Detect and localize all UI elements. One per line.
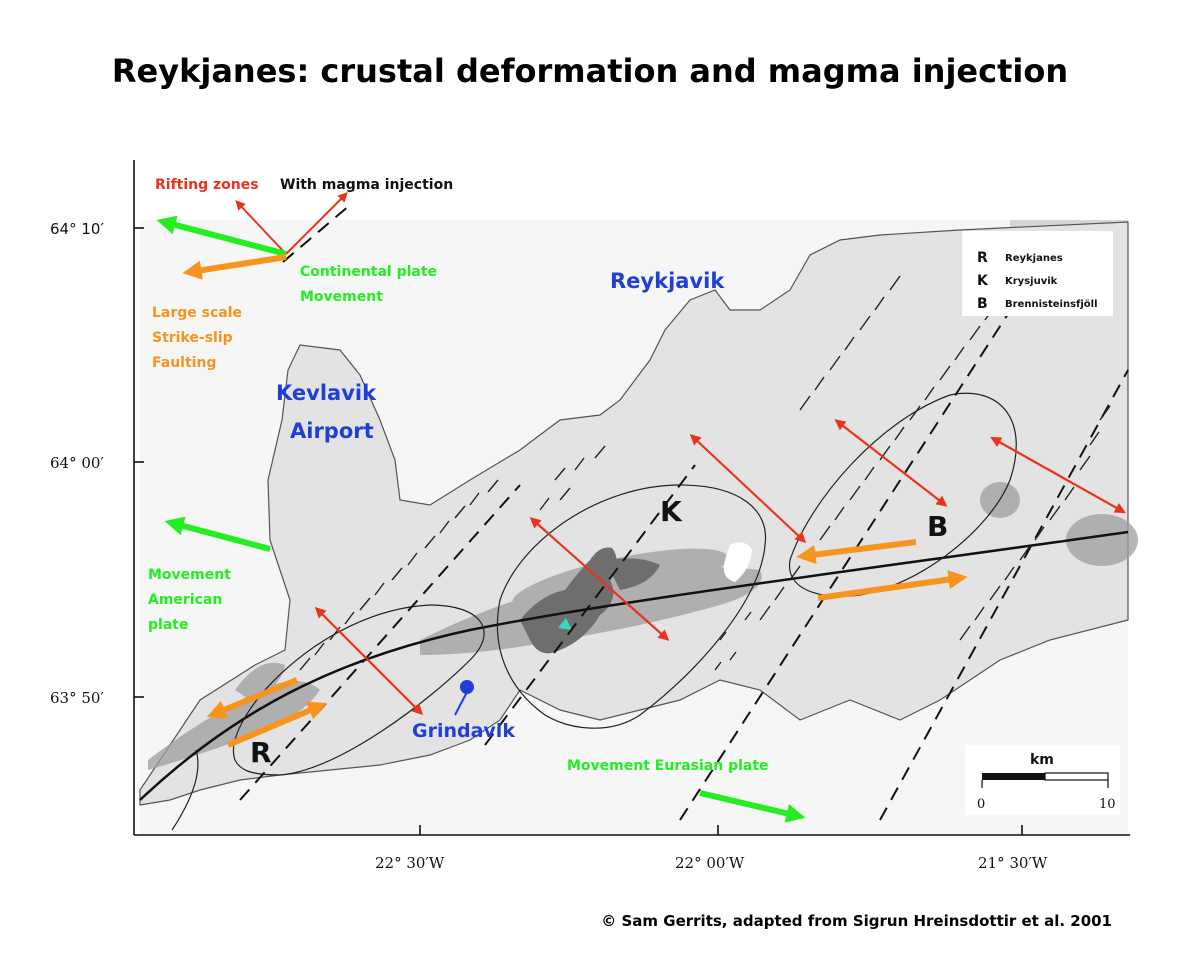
legend-continental-line2: Movement (300, 289, 383, 305)
lon-label-21-30: 21° 30′W (978, 854, 1048, 872)
label-kevlavik: Kevlavik (276, 381, 377, 405)
strike-slip-legend-arrow (182, 254, 287, 280)
zone-key-box (962, 231, 1113, 316)
continental-movement-arrow (156, 215, 287, 257)
credit-line: © Sam Gerrits, adapted from Sigrun Hrein… (601, 912, 1112, 930)
zone-key-letter-k: K (977, 273, 989, 289)
scale-label-end: 10 (1099, 797, 1116, 812)
american-movement-line3: plate (148, 617, 188, 633)
scale-bar-unit: km (1030, 752, 1054, 768)
scale-bar-dark (982, 773, 1045, 780)
scale-label-start: 0 (977, 797, 985, 812)
zone-key-letter-b: B (977, 296, 988, 312)
rifting-arrows (314, 419, 1126, 716)
map-title: Reykjanes: crustal deformation and magma… (111, 52, 1069, 90)
legend-continental-line1: Continental plate (300, 264, 437, 280)
zone-letter-r: R (250, 736, 272, 769)
lon-label-22-30: 22° 30′W (375, 854, 445, 872)
eurasian-plate-arrow (699, 790, 806, 823)
legend-strike-line1: Large scale (152, 305, 242, 321)
zone-key-name-k: Krysjuvik (1005, 276, 1058, 287)
lat-label-63-50: 63° 50′ (50, 689, 104, 707)
grindavik-pointer (454, 691, 468, 716)
label-reykjavik: Reykjavik (610, 269, 725, 293)
eurasian-movement-label: Movement Eurasian plate (567, 758, 769, 774)
american-movement-line1: Movement (148, 567, 231, 583)
lat-label-64-00: 64° 00′ (50, 454, 104, 472)
scale-bar-light (1044, 772, 1109, 781)
rifting-legend-arrow (235, 200, 287, 255)
legend-strike-line3: Faulting (152, 355, 216, 371)
rifting-legend-arrow-2 (285, 192, 348, 255)
legend-rifting-zones: Rifting zones (155, 177, 259, 193)
grindavik-marker (460, 680, 474, 694)
zone-key-letter-r: R (977, 250, 988, 266)
label-grindavik: Grindavik (412, 720, 515, 742)
lon-label-22-00: 22° 00′W (675, 854, 745, 872)
zone-key-name-b: Brennisteinsfjöll (1005, 299, 1098, 310)
lat-label-64-10: 64° 10′ (50, 220, 104, 238)
label-airport: Airport (290, 419, 374, 443)
legend-strike-line2: Strike-slip (152, 330, 233, 346)
zone-key-name-r: Reykjanes (1005, 253, 1063, 264)
map-frame (133, 160, 1130, 836)
strike-slip-arrows (206, 539, 968, 748)
coast-curve-southwest (171, 749, 199, 831)
american-movement-line2: American (148, 592, 222, 608)
american-plate-arrow (164, 516, 271, 552)
zone-letter-b: B (927, 510, 948, 543)
zone-letter-k: K (660, 495, 683, 528)
legend-magma-injection: With magma injection (280, 177, 453, 193)
white-lake (723, 542, 752, 582)
